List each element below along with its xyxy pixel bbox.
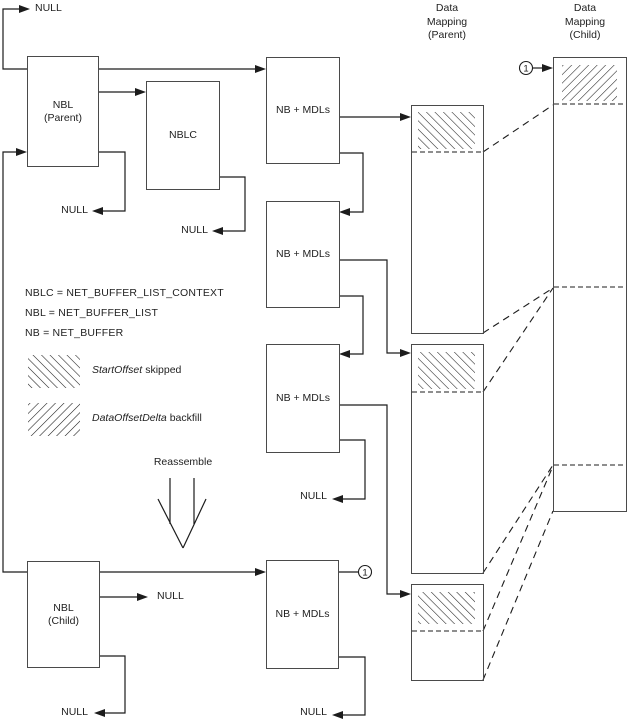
reference-markers: 1 1 (357, 60, 534, 580)
nb-mdls-label: NB + MDLs (276, 392, 330, 404)
parent-map-header: Data Mapping (Parent) (397, 2, 497, 43)
legend-dataoffsetdelta-rest: backfill (169, 412, 202, 424)
reassemble-label: Reassemble (153, 456, 213, 468)
nblc-box: NBLC (146, 81, 220, 190)
arrowhead (400, 590, 411, 598)
marker-one-label: 1 (523, 64, 528, 75)
mapping-diagonal (482, 287, 554, 393)
parent-map-box-3 (411, 584, 484, 681)
child-map-backfill-hatch (562, 65, 617, 101)
connector-parent-childlist-null (98, 151, 126, 212)
legend-abbreviation-nblc: NBLC = NET_BUFFER_LIST_CONTEXT (25, 287, 224, 299)
hatch-regions (28, 65, 617, 624)
arrowheads (16, 5, 553, 719)
connectors (2, 8, 542, 716)
arrowhead (400, 113, 411, 121)
nbl-child-label-line1: NBL (53, 601, 74, 614)
legend-abbreviation-nbl: NBL = NET_BUFFER_LIST (25, 307, 159, 319)
connector-child-to-parent (2, 151, 27, 573)
nb-mdls-box-3: NB + MDLs (266, 344, 340, 453)
connector-nb1-to-nb2 (339, 152, 364, 213)
segment-boundaries (412, 103, 625, 632)
null-label-parent-child: NULL (61, 204, 88, 216)
arrowhead (255, 65, 266, 73)
arrowhead (332, 495, 343, 503)
connector-nb2-to-map2 (339, 259, 400, 354)
arrowhead (400, 349, 411, 357)
arrowhead (94, 709, 105, 717)
arrowhead (135, 88, 146, 96)
marker-one-circle (518, 60, 534, 76)
child-map-header: Data Mapping (Child) (535, 2, 628, 43)
arrowhead (16, 148, 27, 156)
parent-map3-startoffset-hatch (418, 592, 475, 624)
arrowhead (212, 227, 223, 235)
arrowhead (19, 5, 30, 13)
connector-nb3-null (339, 439, 366, 500)
reassemble-arrow-head (182, 498, 207, 549)
nb-mdls-box-2: NB + MDLs (266, 201, 340, 308)
null-label-nb4: NULL (300, 706, 327, 718)
connector-child-next-null (99, 655, 126, 714)
arrowhead (255, 568, 266, 576)
marker-one-circle (357, 564, 373, 580)
parent-map1-startoffset-hatch (418, 112, 475, 149)
mapping-diagonal (482, 464, 554, 574)
nbl-child-box: NBL (Child) (27, 561, 100, 668)
null-label-nb3: NULL (300, 490, 327, 502)
nbl-parent-label-line2: (Parent) (44, 111, 82, 124)
mapping-diagonals (482, 104, 554, 681)
parent-map-box-2 (411, 344, 484, 574)
nb-mdls-box-1: NB + MDLs (266, 57, 340, 164)
connector-nb3-to-map3 (339, 404, 400, 595)
mapping-diagonal (482, 104, 554, 153)
marker-one-label: 1 (362, 568, 367, 579)
null-label-child-nblc: NULL (157, 590, 184, 602)
reassemble-arrow-head (157, 498, 184, 549)
nb-mdls-label: NB + MDLs (275, 608, 330, 620)
arrowhead (332, 711, 343, 719)
mapping-diagonal (482, 287, 554, 334)
child-map-header-line3: (Child) (569, 29, 601, 41)
connector-parent-next-null (2, 8, 27, 70)
nb-mdls-label: NB + MDLs (276, 248, 330, 260)
arrowhead (137, 593, 148, 601)
null-label-child-next: NULL (61, 706, 88, 718)
connector-nb4-null (338, 656, 366, 716)
connector-nb2-to-nb3 (339, 295, 364, 355)
legend-dataoffsetdelta-term: DataOffsetDelta (92, 412, 167, 424)
mapping-diagonal (482, 510, 554, 681)
nbl-child-label-line2: (Child) (48, 614, 79, 627)
parent-map-box-1 (411, 105, 484, 334)
nblc-label: NBLC (168, 129, 197, 141)
arrowhead (339, 208, 350, 216)
legend-startoffset-swatch (28, 355, 80, 388)
nb-mdls-label: NB + MDLs (276, 104, 330, 116)
legend-dataoffsetdelta-swatch (28, 403, 80, 436)
nbl-parent-box: NBL (Parent) (27, 56, 99, 167)
parent-map2-startoffset-hatch (418, 352, 475, 389)
reassemble-arrow (157, 478, 207, 549)
arrowhead (339, 350, 350, 358)
connector-nblc-null (219, 176, 246, 232)
null-label-parent-next: NULL (35, 2, 62, 14)
nb-mdls-box-4: NB + MDLs (266, 560, 339, 669)
parent-map-header-line3: (Parent) (428, 29, 466, 41)
arrowhead (92, 207, 103, 215)
parent-map-header-line1: Data (435, 2, 459, 14)
arrowhead (542, 64, 553, 72)
legend-startoffset-term: StartOffset (92, 364, 143, 376)
parent-map-header-line2: Mapping (426, 15, 468, 28)
mapping-diagonal (482, 465, 554, 632)
nbl-parent-label-line1: NBL (52, 98, 74, 111)
legend-abbreviation-nb: NB = NET_BUFFER (25, 327, 124, 339)
child-map-header-line2: Mapping (564, 15, 606, 28)
legend-startoffset-rest: skipped (145, 364, 182, 376)
null-label-nblc: NULL (181, 224, 208, 236)
child-map-box (553, 57, 627, 512)
child-map-header-line1: Data (573, 2, 597, 14)
